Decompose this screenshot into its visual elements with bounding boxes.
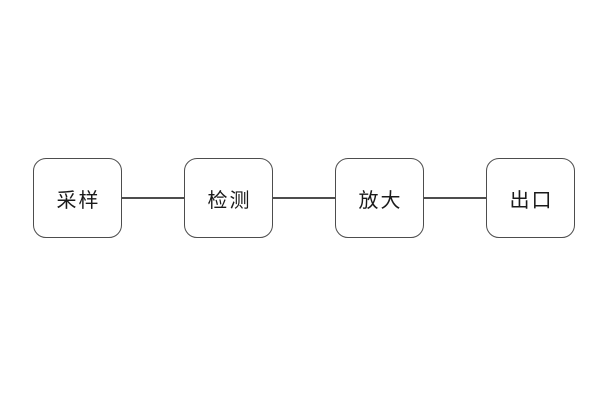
connector-line-2: [273, 197, 335, 199]
connector-line-1: [122, 197, 184, 199]
node-label: 检测: [207, 189, 252, 212]
flowchart-node-sampling: 采样: [33, 158, 122, 238]
node-label: 放大: [358, 189, 403, 212]
flowchart-node-amplification: 放大: [335, 158, 424, 238]
node-label: 出口: [509, 189, 554, 212]
connector-line-3: [424, 197, 486, 199]
flowchart-node-detection: 检测: [184, 158, 273, 238]
flowchart-node-outlet: 出口: [486, 158, 575, 238]
node-label: 采样: [56, 189, 101, 212]
flowchart: 采样 检测 放大 出口: [33, 158, 575, 238]
